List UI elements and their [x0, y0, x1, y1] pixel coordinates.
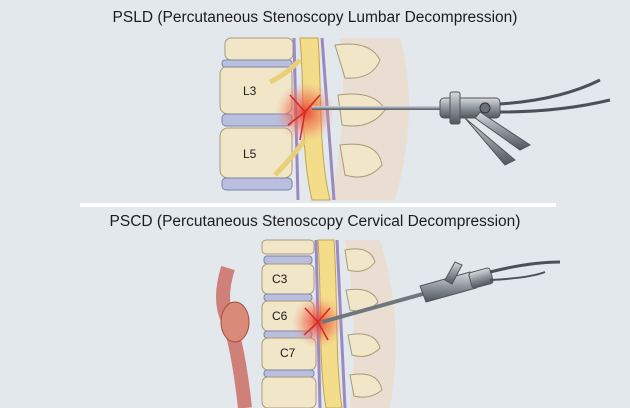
lumbar-endoscope [312, 78, 611, 166]
artery [220, 301, 250, 343]
label-l3: L3 [243, 84, 257, 98]
lumbar-spine: L3 L5 [219, 37, 409, 201]
cervical-title: PSCD (Percutaneous Stenoscopy Cervical D… [109, 213, 521, 230]
lumbar-title: PSLD (Percutaneous Stenoscopy Lumbar Dec… [112, 9, 518, 26]
label-c7: C7 [280, 346, 296, 360]
cervical-spine: C3 C6 C7 [216, 239, 396, 408]
label-c6: C6 [272, 309, 288, 323]
label-l5: L5 [243, 147, 257, 161]
cervical-endoscope [321, 260, 561, 324]
label-c3: C3 [272, 272, 288, 286]
section-divider [80, 203, 556, 207]
vertebra-c3 [261, 263, 315, 295]
